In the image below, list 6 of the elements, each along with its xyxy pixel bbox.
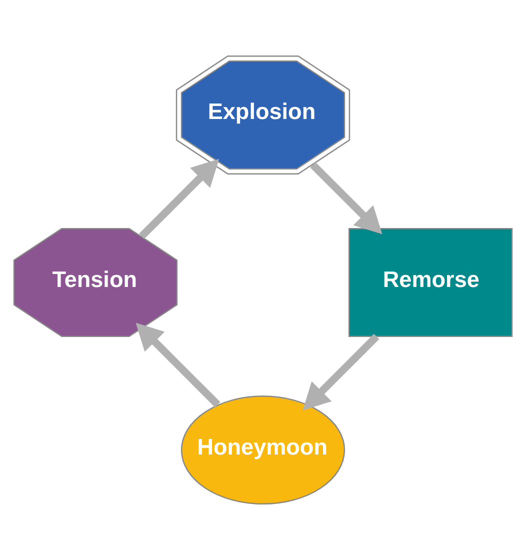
arrow — [310, 162, 382, 234]
arrow — [138, 158, 219, 238]
node-box: Remorse — [348, 228, 512, 337]
arrow — [302, 333, 379, 410]
arrow — [135, 322, 220, 407]
node-ellipse: Honeymoon — [180, 395, 345, 504]
